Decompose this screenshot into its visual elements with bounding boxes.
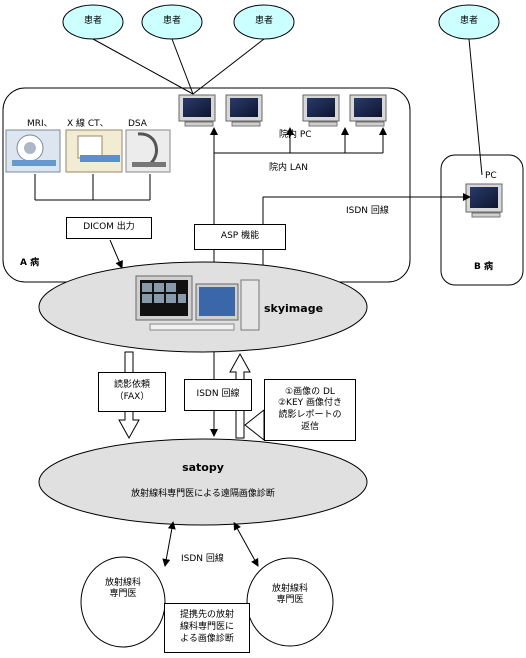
dicom-output-box: DICOM 出力 — [66, 217, 152, 239]
hospital-b-pc-label: PC — [485, 171, 497, 181]
hospital-pc-label: 院内 PC — [279, 130, 312, 140]
bottom-arrows — [162, 521, 259, 567]
request-fax-box: 読影依頼 （FAX） — [98, 372, 166, 412]
patient-label-2: 患者 — [162, 16, 181, 26]
hospital-b-label: B 病 — [474, 262, 493, 272]
radiologist-right-label: 放射線科 専門医 — [271, 584, 308, 606]
patient-label-1: 患者 — [83, 16, 102, 26]
satopy-ellipse — [38, 438, 368, 526]
skyimage-label: skyimage — [264, 302, 324, 315]
return-report-box: ①画像の DL ②KEY 画像付き 読影レポートの 返信 — [264, 379, 356, 441]
asp-function-box: ASP 機能 — [194, 224, 286, 250]
modality-label-mri: MRI、 — [27, 119, 53, 129]
hospital-b-boundary — [440, 154, 524, 286]
partner-radiologist-box: 提携先の放射 線科専門医に よる画像診断 — [164, 603, 250, 653]
hospital-a-label: A 病 — [20, 258, 40, 268]
mri-device-icon — [5, 129, 61, 173]
dicom-connector-lines — [34, 174, 151, 269]
isdn-line-box: ISDN 回線 — [184, 379, 252, 411]
modality-label-ct: X 線 CT、 — [67, 119, 109, 129]
skyimage-workstation-icon — [135, 275, 260, 331]
radiologist-circle-left — [80, 556, 166, 648]
hospital-pc-monitors — [178, 94, 387, 127]
patient-lines — [92, 38, 483, 176]
radiologist-circle-right — [246, 557, 334, 647]
lan-lines — [210, 127, 471, 283]
satopy-subtitle: 放射線科専門医による遠隔画像診断 — [131, 489, 275, 499]
ct-device-icon — [65, 129, 123, 173]
patient-label-4: 患者 — [459, 16, 478, 26]
radiologist-left-label: 放射線科 専門医 — [104, 578, 141, 600]
dsa-device-icon — [125, 129, 171, 173]
isdn-label-bottom: ISDN 回線 — [181, 554, 224, 564]
satopy-title: satopy — [182, 461, 224, 474]
patient-label-3: 患者 — [254, 16, 273, 26]
hospital-lan-label: 院内 LAN — [269, 163, 308, 173]
hospital-b-pc-monitor — [465, 183, 503, 218]
modality-label-dsa: DSA — [128, 119, 147, 129]
isdn-label-hospital-b: ISDN 回線 — [346, 206, 389, 216]
